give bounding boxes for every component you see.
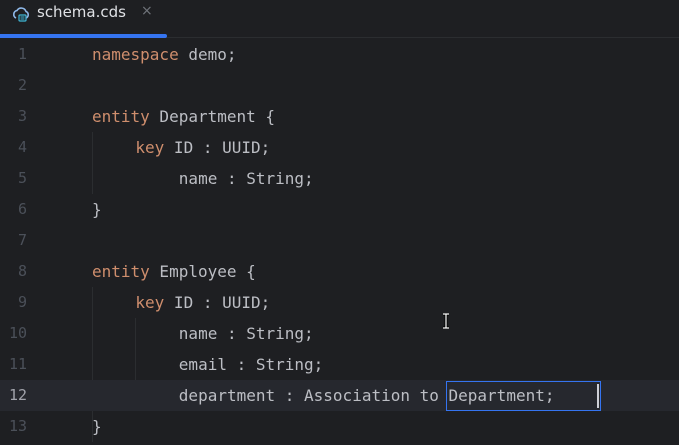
code-text: namespace demo; xyxy=(92,39,237,70)
close-icon[interactable]: × xyxy=(141,3,153,19)
code-text: } xyxy=(92,194,102,225)
indent-guide xyxy=(92,132,93,194)
line-number: 3 xyxy=(17,107,27,125)
code-token: demo; xyxy=(178,45,237,64)
code-token: ID : UUID; xyxy=(164,138,271,157)
code-token: email : String; xyxy=(178,355,324,374)
code-text: key ID : UUID; xyxy=(135,287,270,318)
code-text: entity Department { xyxy=(92,101,275,132)
active-tab-indicator xyxy=(0,34,167,38)
code-token: name : String; xyxy=(178,169,314,188)
code-token: name : String; xyxy=(178,324,314,343)
code-line[interactable]: 3 entity Department { xyxy=(0,101,679,132)
line-number: 2 xyxy=(17,76,27,94)
line-number: 8 xyxy=(17,262,27,280)
keyword: entity xyxy=(92,107,150,126)
code-token: Employee { xyxy=(149,262,256,281)
editor-tab-bar: schema.cds × xyxy=(0,0,679,38)
line-number: 7 xyxy=(17,231,27,249)
line-number: 6 xyxy=(17,200,27,218)
line-number: 5 xyxy=(17,169,27,187)
text-caret xyxy=(597,384,599,408)
code-token: } xyxy=(92,417,102,436)
code-token: } xyxy=(92,200,102,219)
code-line[interactable]: 11 email : String; xyxy=(0,349,679,380)
line-number: 13 xyxy=(8,417,27,435)
cds-cloud-file-icon xyxy=(13,7,29,22)
code-token: ID : UUID; xyxy=(164,293,271,312)
code-line[interactable]: 13} xyxy=(0,411,679,442)
code-line[interactable]: 4 key ID : UUID; xyxy=(0,132,679,163)
code-line[interactable]: 1 namespace demo; xyxy=(0,39,679,70)
text-cursor-icon xyxy=(443,313,449,329)
code-text: } xyxy=(92,411,102,442)
line-number: 10 xyxy=(8,324,27,342)
code-text: key ID : UUID; xyxy=(135,132,270,163)
code-text: name : String; xyxy=(179,318,314,349)
code-line[interactable]: 7 xyxy=(0,225,679,256)
code-editor[interactable]: 1 namespace demo; 2 3 entity Department { 4 ke… xyxy=(0,38,679,445)
code-line[interactable]: 2 xyxy=(0,70,679,101)
keyword: namespace xyxy=(92,45,179,64)
tab-schema-cds[interactable]: schema.cds × xyxy=(0,0,167,38)
code-line[interactable]: 12 department : Association to Department… xyxy=(0,380,679,411)
code-text: email : String; xyxy=(179,349,324,380)
code-token: department : Association to Department; xyxy=(178,386,555,405)
selection-highlight xyxy=(446,381,601,411)
indent-guide xyxy=(92,287,93,442)
line-number: 11 xyxy=(8,355,27,373)
code-token: Department { xyxy=(149,107,276,126)
line-number: 4 xyxy=(17,138,27,156)
code-line[interactable]: 5 name : String; xyxy=(0,163,679,194)
code-line[interactable]: 9 key ID : UUID; xyxy=(0,287,679,318)
keyword: key xyxy=(135,138,165,157)
keyword: key xyxy=(135,293,165,312)
code-line[interactable]: 10 name : String; xyxy=(0,318,679,349)
tab-label: schema.cds xyxy=(37,3,126,21)
code-text: department : Association to Department; xyxy=(179,380,555,411)
code-line[interactable]: 8 entity Employee { xyxy=(0,256,679,287)
keyword: entity xyxy=(92,262,150,281)
code-text: name : String; xyxy=(179,163,314,194)
code-text: entity Employee { xyxy=(92,256,256,287)
indent-guide xyxy=(135,318,136,411)
code-line[interactable]: 6} xyxy=(0,194,679,225)
line-number: 12 xyxy=(8,386,27,404)
line-number: 1 xyxy=(17,45,27,63)
line-number: 9 xyxy=(17,293,27,311)
